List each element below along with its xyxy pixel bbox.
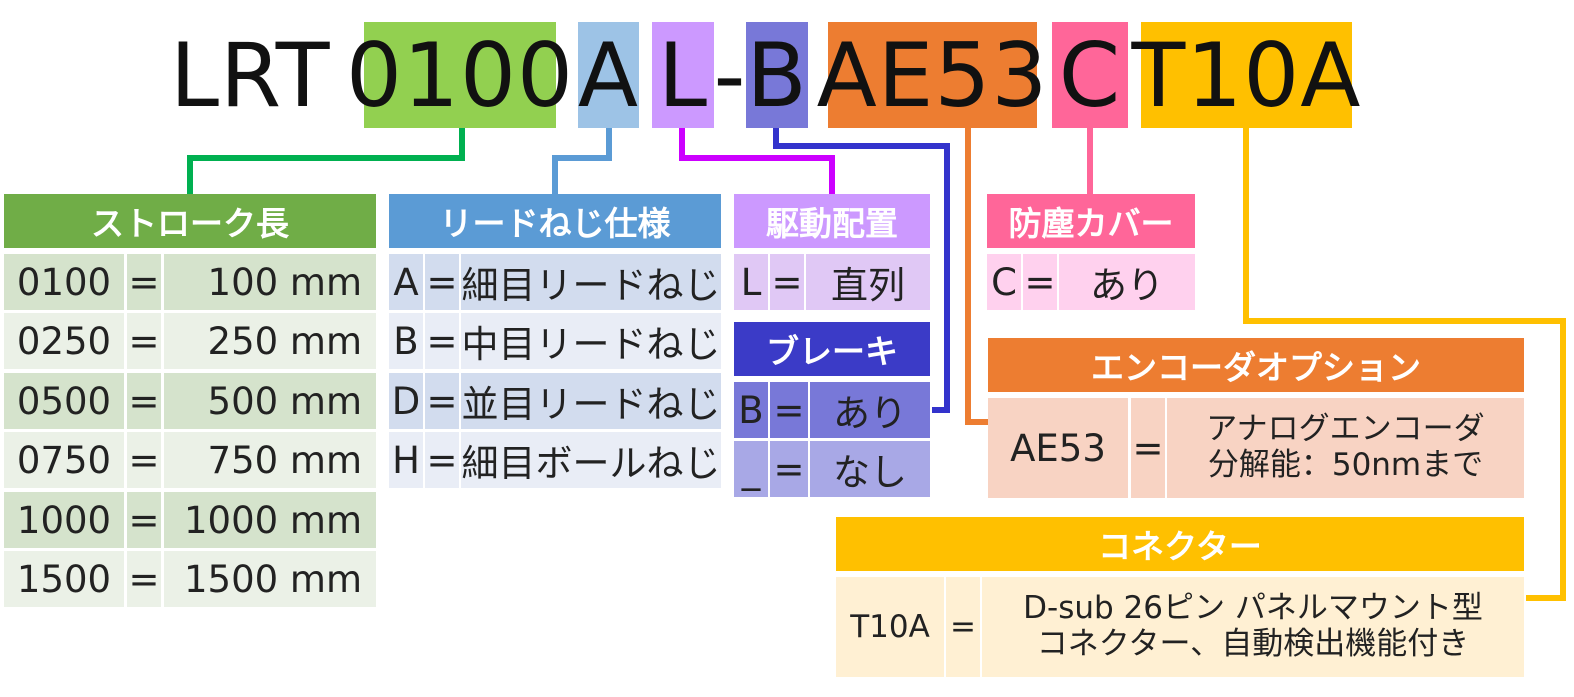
row-equals: = [127, 492, 161, 548]
encoder-connector-line [965, 128, 990, 425]
row-code: T10A [836, 577, 944, 677]
lead-connector-line [552, 128, 612, 194]
model-brake-code: B [746, 22, 808, 128]
row-code: _ [734, 441, 768, 497]
row-value: 500 mm [164, 373, 376, 429]
lead-table-header: リードねじ仕様 [389, 194, 721, 248]
row-equals: = [425, 373, 459, 429]
value-line-1: アナログエンコーダ [1206, 411, 1485, 448]
stroke-connector-line [187, 128, 465, 194]
value-line-2: 分解能：50nmまで [1207, 447, 1484, 483]
row-equals: = [1131, 398, 1165, 498]
row-code: L [734, 254, 768, 310]
row-value: 1500 mm [164, 551, 376, 607]
row-value: 中目リードねじ [461, 313, 721, 369]
connector-table-header: コネクター [836, 517, 1524, 571]
row-code: C [987, 254, 1021, 310]
value-line-1: D-sub 26ピン パネルマウント型 [1023, 590, 1483, 627]
drive-connector-line [679, 128, 835, 194]
cover-table-header: 防塵カバー [987, 194, 1195, 248]
row-value: 750 mm [164, 432, 376, 488]
row-code: 0500 [4, 373, 124, 429]
row-equals: = [425, 432, 459, 488]
model-encoder-code: AE53 [816, 22, 1049, 128]
row-equals: = [770, 441, 808, 497]
row-code: H [389, 432, 423, 488]
row-equals: = [127, 313, 161, 369]
model-dash: - [713, 23, 747, 127]
row-equals: = [770, 382, 808, 438]
row-value: あり [810, 382, 930, 438]
row-equals: = [127, 373, 161, 429]
row-value: D-sub 26ピン パネルマウント型 コネクター、自動検出機能付き [982, 577, 1524, 677]
row-value: アナログエンコーダ 分解能：50nmまで [1167, 398, 1524, 498]
row-equals: = [127, 551, 161, 607]
row-equals: = [946, 577, 980, 677]
model-cover-code: C [1052, 22, 1128, 128]
row-code: 1500 [4, 551, 124, 607]
drive-table-header: 駆動配置 [734, 194, 930, 248]
row-code: AE53 [988, 398, 1128, 498]
row-value: あり [1059, 254, 1195, 310]
row-equals: = [127, 254, 161, 310]
row-value: 1000 mm [164, 492, 376, 548]
row-value: 細目リードねじ [461, 254, 721, 310]
row-code: 1000 [4, 492, 124, 548]
row-code: 0250 [4, 313, 124, 369]
row-code: B [734, 382, 768, 438]
row-equals: = [127, 432, 161, 488]
row-value: 100 mm [164, 254, 376, 310]
row-code: B [389, 313, 423, 369]
row-code: 0750 [4, 432, 124, 488]
model-prefix: LRT [170, 23, 331, 127]
model-stroke-code: 0100 [346, 22, 574, 128]
row-code: A [389, 254, 423, 310]
model-lead-code: A [577, 22, 640, 128]
row-value: 細目ボールねじ [461, 432, 721, 488]
row-value: 250 mm [164, 313, 376, 369]
stroke-table-header: ストローク長 [4, 194, 376, 248]
model-drive-code: L [652, 22, 714, 128]
encoder-table-header: エンコーダオプション [988, 338, 1524, 392]
row-equals: = [425, 313, 459, 369]
row-equals: = [770, 254, 804, 310]
row-value: なし [810, 441, 930, 497]
value-line-2: コネクター、自動検出機能付き [1036, 626, 1470, 662]
row-value: 直列 [806, 254, 930, 310]
brake-connector-line [773, 128, 950, 413]
row-value: 並目リードねじ [461, 373, 721, 429]
row-equals: = [425, 254, 459, 310]
brake-table-header: ブレーキ [734, 322, 930, 376]
row-code: D [389, 373, 423, 429]
connector-type-line [1243, 128, 1566, 601]
row-equals: = [1023, 254, 1057, 310]
model-connector-code: T10A [1131, 22, 1362, 128]
row-code: 0100 [4, 254, 124, 310]
